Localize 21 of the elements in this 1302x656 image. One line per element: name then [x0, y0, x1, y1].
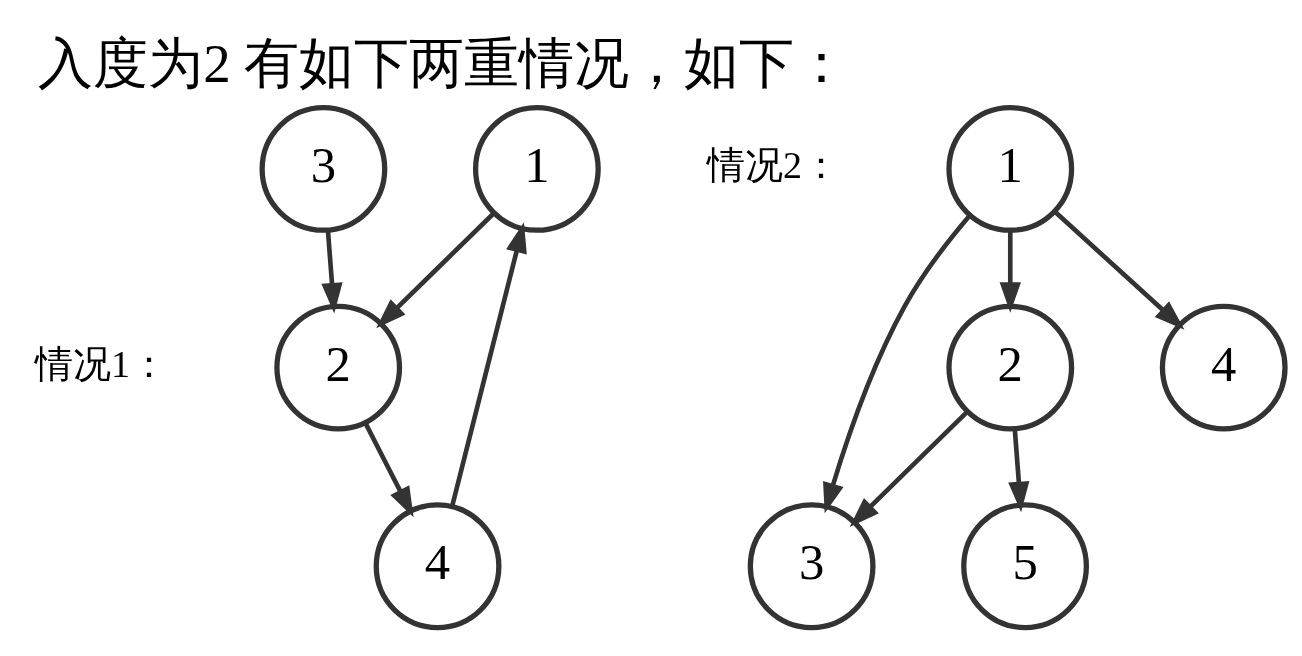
- label: 情况1：: [35, 342, 169, 385]
- node-circle: 4: [373, 501, 502, 630]
- node-circle: 5: [961, 501, 1089, 630]
- diagram-title: 入度为2 有如下两重情况，如下：: [38, 32, 850, 94]
- arrow: [823, 213, 972, 513]
- arrow: [321, 229, 343, 313]
- arrow: [363, 421, 414, 517]
- node-circle: 1: [946, 104, 1075, 233]
- node-circle: 2: [946, 303, 1075, 432]
- arrow: [449, 221, 527, 507]
- arrow: [1053, 210, 1185, 330]
- label: 情况2：: [707, 143, 841, 186]
- node-circle: 1: [472, 104, 601, 233]
- arrow: [999, 229, 1021, 313]
- arrow: [376, 211, 496, 328]
- node-circle: 4: [1159, 303, 1288, 432]
- node-circle: 2: [274, 303, 403, 432]
- node-circle: 3: [747, 501, 876, 630]
- node-circle: 3: [259, 104, 388, 233]
- arrow: [1008, 428, 1030, 512]
- arrow: [849, 409, 969, 527]
